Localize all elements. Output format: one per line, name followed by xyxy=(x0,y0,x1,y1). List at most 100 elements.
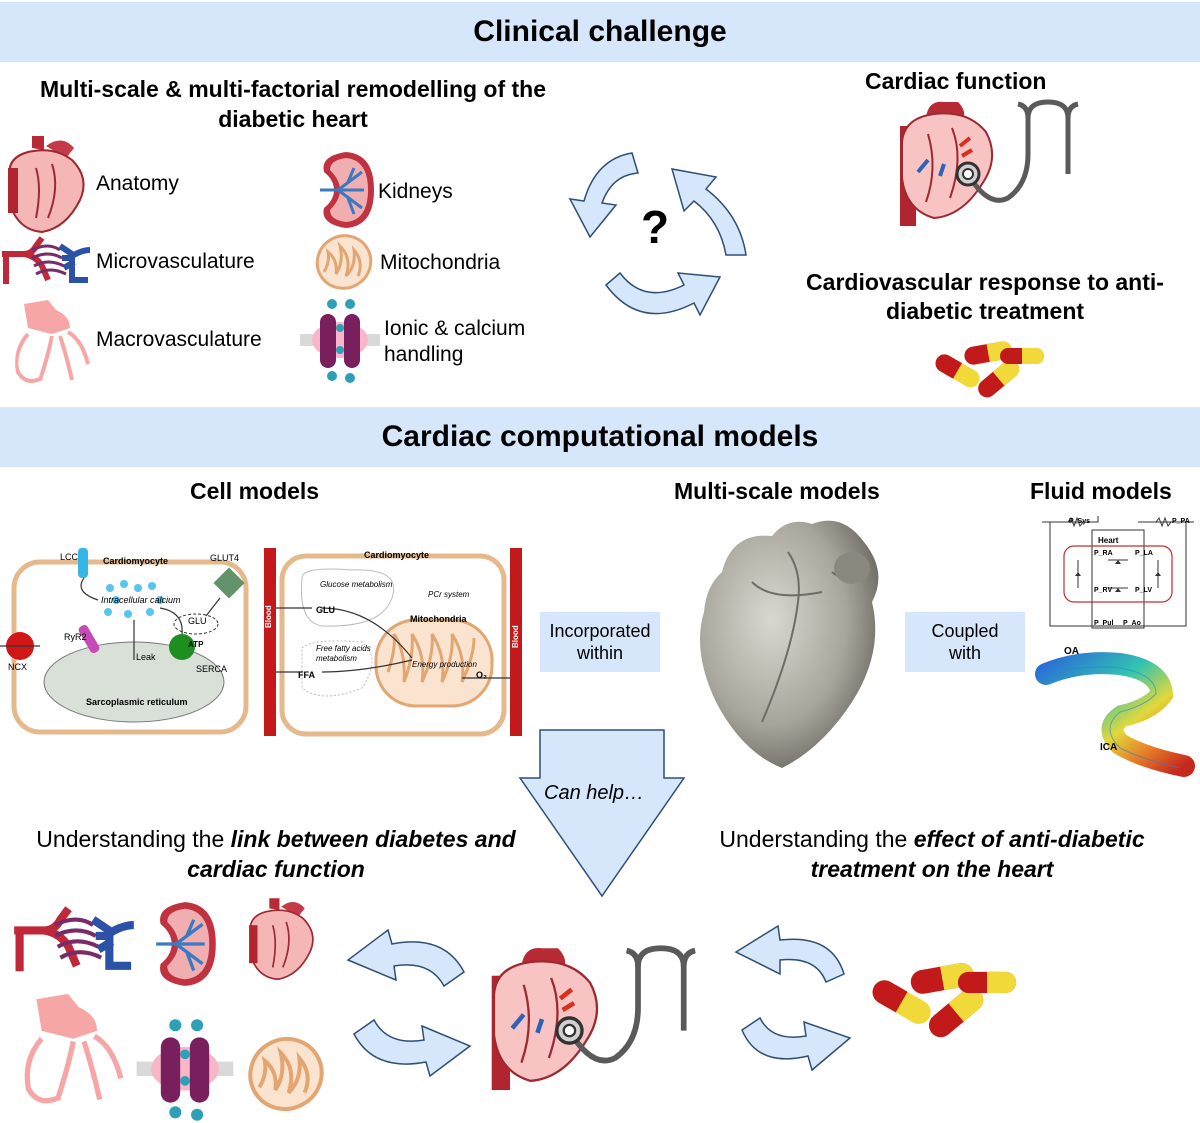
plv-label: P_LV xyxy=(1135,587,1152,594)
arrow-from-pills xyxy=(741,1016,852,1072)
leak-label: Leak xyxy=(136,652,156,662)
bottom-macrovasculature-icon xyxy=(24,993,124,1104)
understanding-effect-text: Understanding the effect of anti-diabeti… xyxy=(686,824,1178,884)
remodelling-title-line1: Multi-scale & multi-factorial remodellin… xyxy=(39,76,547,102)
blood-label-right: Blood xyxy=(511,625,520,648)
mitochondria-icon xyxy=(315,234,373,290)
ionic-label-line2: handling xyxy=(384,343,464,366)
understanding-link-line2: cardiac function xyxy=(6,854,546,884)
ion-channel-icon xyxy=(300,299,380,383)
clinical-challenge-banner: Clinical challenge xyxy=(0,2,1200,62)
cell-models-title: Cell models xyxy=(190,478,320,504)
bottom-left-arrows xyxy=(346,928,472,1078)
cardiomyocyte-calcium-diagram xyxy=(0,548,249,735)
remodelling-title: Multi-scale & multi-factorial remodellin… xyxy=(8,74,578,134)
mitochondria-organelle xyxy=(374,618,494,708)
kidneys-label: Kidneys xyxy=(378,180,453,203)
blood-vessel-left xyxy=(264,548,276,736)
incorporated-line1: Incorporated xyxy=(549,621,651,641)
ionic-label-line1: Ionic & calcium xyxy=(384,317,526,340)
blood-vessel-right xyxy=(510,548,522,736)
understanding-link-line1: Understanding the link between diabetes … xyxy=(6,824,546,854)
bottom-heart-icon xyxy=(249,898,314,981)
cardiac-function-title: Cardiac function xyxy=(865,68,1047,94)
oa-label: OA xyxy=(1064,646,1079,657)
microvasculature-label: Microvasculature xyxy=(96,250,255,273)
heart-stethoscope-icon xyxy=(900,99,1079,226)
multiscale-models-title: Multi-scale models xyxy=(674,478,880,504)
incorporated-within-box: Incorporated within xyxy=(540,612,660,672)
macrovasculature-label: Macrovasculature xyxy=(96,328,262,351)
computational-models-banner: Cardiac computational models xyxy=(0,407,1200,467)
coupled-with-box: Coupled with xyxy=(905,612,1025,672)
cycle-arrow-right xyxy=(670,168,747,256)
lcc-channel xyxy=(78,548,88,578)
p-ao-label: P_Ao xyxy=(1123,620,1141,627)
serca-label: SERCA xyxy=(196,664,228,674)
understanding-plain-left: Understanding the xyxy=(36,826,231,852)
anatomy-label: Anatomy xyxy=(96,172,179,195)
energy-production-label: Energy production xyxy=(412,660,477,669)
glut4-label: GLUT4 xyxy=(210,553,240,563)
ffa-metabolism-label: Free fatty acids metabolism xyxy=(316,644,371,664)
cycle-arrows xyxy=(568,152,747,317)
cycle-arrow-left xyxy=(568,152,639,239)
o2-label: O₂ xyxy=(476,670,487,680)
incorporated-line2: within xyxy=(576,643,624,663)
ica-label: ICA xyxy=(1100,742,1118,753)
pcr-system-label: PCr system xyxy=(428,590,470,599)
understanding-plain-right: Understanding the xyxy=(719,826,914,852)
bottom-heart-stethoscope-icon xyxy=(491,945,696,1090)
understanding-em-left-1: link between diabetes and xyxy=(230,826,516,852)
glu-label-1: GLU xyxy=(188,616,207,626)
ryr2-channel xyxy=(78,624,100,654)
bottom-pills-icon xyxy=(872,963,1017,1038)
bottom-kidney-icon xyxy=(156,902,216,986)
ryr2-label: RyR2 xyxy=(64,632,87,642)
arrow-to-factors xyxy=(346,928,465,988)
serca-pump xyxy=(169,634,195,660)
p-pul-label: P_Pul xyxy=(1094,620,1114,627)
heart-label: Heart xyxy=(1098,536,1119,545)
understanding-em-right-1: effect of anti-diabetic xyxy=(913,826,1145,852)
ffa-label: FFA xyxy=(298,670,315,680)
intracellular-calcium-label: Intracellular calcium xyxy=(101,595,181,605)
mitochondria-label-2: Mitochondria xyxy=(410,614,467,624)
bottom-right-arrows xyxy=(734,924,852,1072)
pra-label: P_RA xyxy=(1094,550,1113,557)
response-title-line1: Cardiovascular response to anti- xyxy=(806,269,1164,295)
can-help-arrow xyxy=(518,729,686,898)
understanding-em-left-2: cardiac function xyxy=(187,856,365,882)
glucose-metabolism-label: Glucose metabolism xyxy=(320,580,393,589)
vessel-streamlines xyxy=(1035,652,1195,777)
ffa-metabolism-line1: Free fatty acids xyxy=(316,644,371,653)
sarcoplasmic-reticulum-label: Sarcoplasmic reticulum xyxy=(86,697,188,707)
coupled-line2: with xyxy=(948,643,981,663)
understanding-link-text: Understanding the link between diabetes … xyxy=(6,824,546,884)
pills-icon xyxy=(935,341,1044,398)
bottom-mitochondria-icon xyxy=(248,1036,324,1112)
arrow-to-pills xyxy=(734,924,845,984)
response-title-line2: diabetic treatment xyxy=(885,298,1085,324)
cardiomyocyte-label-2: Cardiomyocyte xyxy=(364,550,430,560)
cardiomyocyte-metabolism-diagram xyxy=(264,548,522,737)
anatomy-heart-icon xyxy=(8,136,85,234)
response-title: Cardiovascular response to anti- diabeti… xyxy=(782,268,1188,326)
ffa-metabolism-line2: metabolism xyxy=(316,654,357,663)
p-sys-label: P_Sys xyxy=(1069,518,1091,525)
lcc-label: LCC xyxy=(60,552,79,562)
understanding-effect-line1: Understanding the effect of anti-diabeti… xyxy=(686,824,1178,854)
heart-chambers-outline xyxy=(1063,545,1173,603)
lumped-circuit-diagram xyxy=(1042,516,1194,629)
kidney-icon xyxy=(320,152,374,228)
understanding-em-right-2: treatment on the heart xyxy=(810,856,1054,882)
microvasculature-icon xyxy=(2,236,91,284)
atp-label: ATP xyxy=(188,640,204,649)
can-help-label: Can help… xyxy=(544,782,645,804)
fluid-models-title: Fluid models xyxy=(1030,478,1172,504)
ncx-label: NCX xyxy=(8,662,28,672)
prv-label: P_RV xyxy=(1094,587,1113,594)
pla-label: P_LA xyxy=(1135,550,1153,557)
macrovasculature-icon xyxy=(15,300,90,383)
ionic-label: Ionic & calcium handling xyxy=(384,316,525,368)
